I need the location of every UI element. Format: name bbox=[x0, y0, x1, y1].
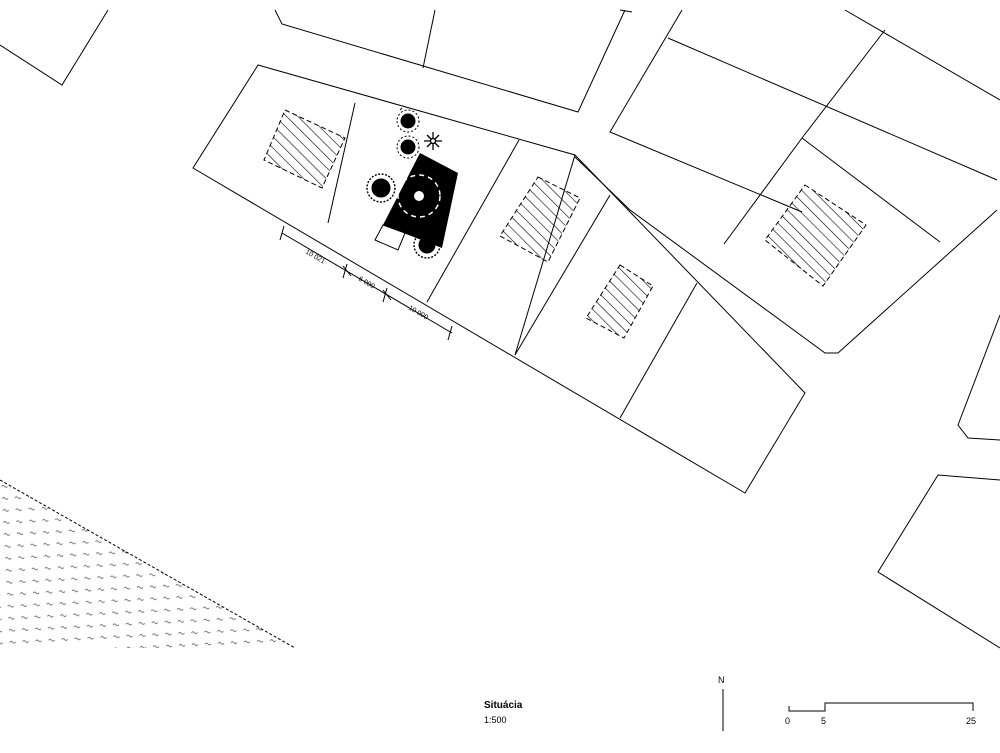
main-block bbox=[192, 64, 806, 494]
dimension-line bbox=[279, 225, 453, 341]
dimension-label: 6 000 bbox=[357, 276, 376, 291]
dimension-label: 10 021 bbox=[304, 249, 326, 266]
scale-bar bbox=[788, 702, 974, 712]
scale-bar-label: 25 bbox=[966, 716, 977, 726]
drawing-scale: 1:500 bbox=[484, 715, 507, 725]
north-label: N bbox=[718, 675, 725, 685]
existing-house bbox=[263, 109, 867, 339]
parcel-boundary bbox=[957, 314, 1000, 441]
scale-bar-label: 0 bbox=[785, 716, 791, 726]
drawing-title: Situácia bbox=[484, 700, 523, 711]
street-edge bbox=[609, 9, 803, 213]
parcel-boundary bbox=[844, 9, 1000, 101]
parcel-boundary bbox=[0, 9, 109, 86]
dimension-label: 10 000 bbox=[407, 305, 429, 322]
street-edge bbox=[274, 9, 626, 113]
scale-bar-label: 5 bbox=[821, 716, 827, 726]
proposed-house bbox=[374, 153, 458, 251]
tree-symbol-icon bbox=[366, 109, 442, 259]
parcel-boundary bbox=[877, 474, 1000, 649]
water-area bbox=[0, 479, 296, 649]
